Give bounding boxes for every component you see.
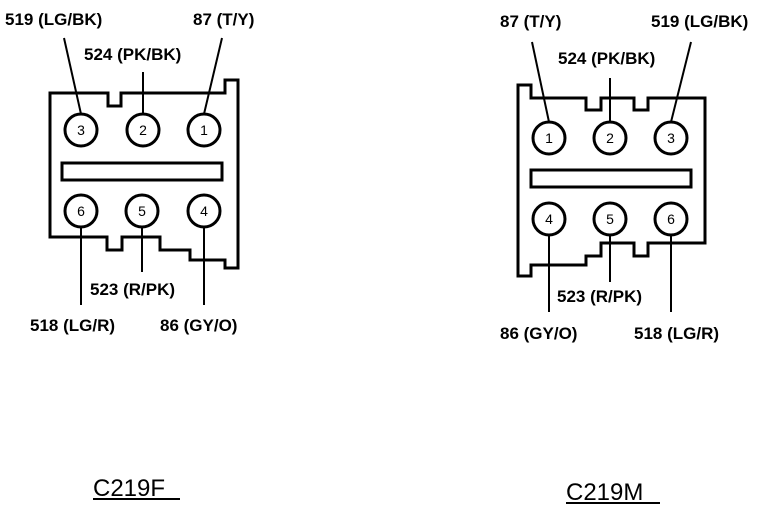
pin-number: 6 bbox=[77, 203, 85, 219]
wire-label-523: 523 (R/PK) bbox=[557, 287, 642, 306]
connector-c219m-housing bbox=[516, 83, 707, 278]
connector-c219f-key-slot bbox=[60, 161, 224, 182]
wire-label-86: 86 (GY/O) bbox=[500, 324, 577, 343]
wire-leader bbox=[63, 37, 82, 115]
connector-c219m: 1 2 3 4 5 6 87 (T/Y) 519 (LG/BK) 524 (PK… bbox=[500, 12, 748, 506]
wire-leader bbox=[203, 37, 223, 115]
wire-leader bbox=[670, 41, 692, 123]
pin-number: 1 bbox=[200, 122, 208, 138]
wire-label-519: 519 (LG/BK) bbox=[5, 10, 102, 29]
pin-number: 2 bbox=[139, 122, 147, 138]
pin-number: 6 bbox=[667, 211, 675, 227]
wire-label-518: 518 (LG/R) bbox=[634, 324, 719, 343]
pin-number: 5 bbox=[138, 203, 146, 219]
wire-label-87: 87 (T/Y) bbox=[500, 12, 561, 31]
pin-number: 4 bbox=[200, 203, 208, 219]
wire-label-524: 524 (PK/BK) bbox=[558, 49, 655, 68]
wire-label-518: 518 (LG/R) bbox=[30, 316, 115, 335]
wire-label-87: 87 (T/Y) bbox=[193, 10, 254, 29]
pin-number: 3 bbox=[77, 122, 85, 138]
wire-leader bbox=[531, 41, 550, 123]
wire-label-519: 519 (LG/BK) bbox=[651, 12, 748, 31]
wire-label-523: 523 (R/PK) bbox=[90, 280, 175, 299]
connector-title-c219m: C219M bbox=[566, 479, 643, 506]
wire-label-86: 86 (GY/O) bbox=[160, 316, 237, 335]
pin-number: 3 bbox=[667, 130, 675, 146]
pin-number: 4 bbox=[545, 211, 553, 227]
connector-c219m-key-slot bbox=[529, 168, 693, 189]
connector-title-c219f: C219F bbox=[93, 475, 165, 502]
wire-label-524: 524 (PK/BK) bbox=[84, 45, 181, 64]
pin-number: 1 bbox=[545, 130, 553, 146]
pin-number: 2 bbox=[606, 130, 614, 146]
connector-c219f-housing bbox=[48, 78, 240, 270]
pin-number: 5 bbox=[606, 211, 614, 227]
connector-c219f: 3 2 1 6 5 4 519 (LG/BK) 87 (T/Y) 524 (PK… bbox=[5, 10, 254, 502]
